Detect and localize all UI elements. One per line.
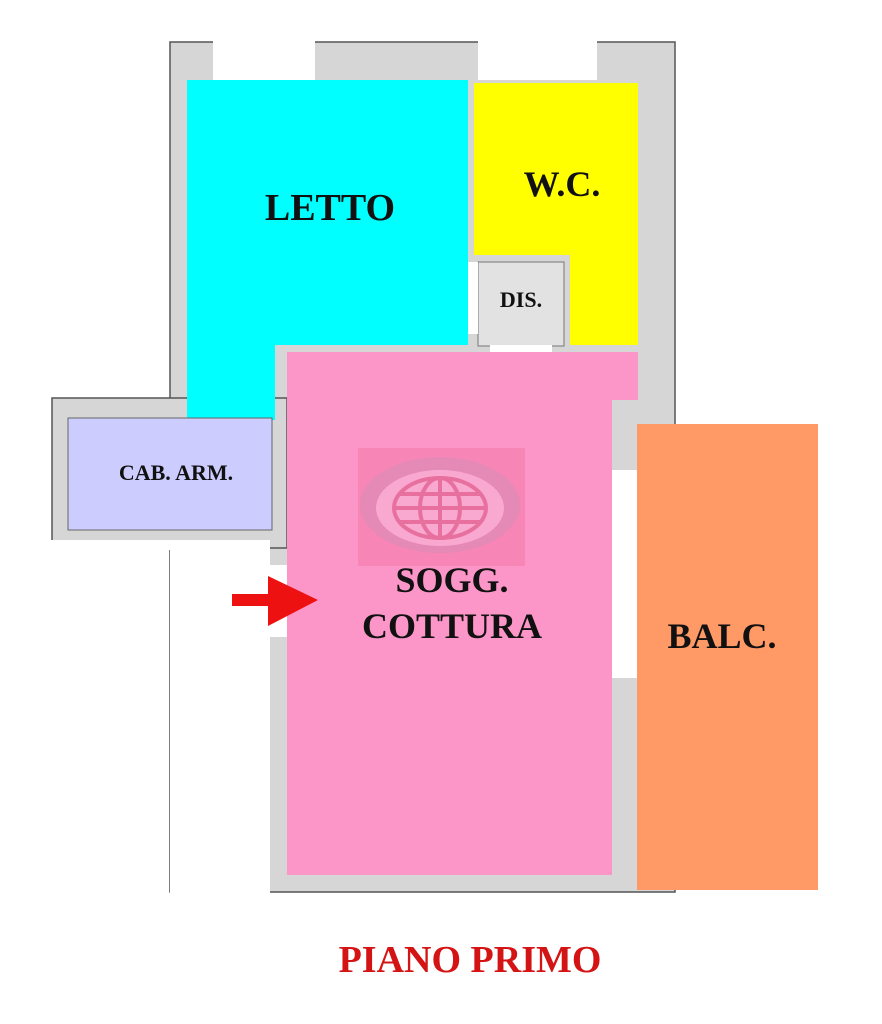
entrance-arrow-icon (232, 576, 318, 626)
globe-icon (392, 476, 488, 540)
exterior (170, 548, 270, 898)
label-letto: LETTO (265, 187, 395, 229)
plan-title: PIANO PRIMO (339, 939, 602, 981)
room-wc[interactable] (474, 83, 638, 345)
label-wc: W.C. (524, 164, 601, 204)
label-cottura: COTTURA (362, 606, 542, 646)
room-letto[interactable] (187, 80, 468, 420)
label-sogg: SOGG. (395, 560, 508, 600)
door-opening (490, 345, 552, 353)
room-cab-arm[interactable] (67, 417, 273, 531)
window-opening (478, 40, 597, 80)
balcony-door-opening (612, 470, 637, 678)
door-opening (468, 262, 478, 334)
watermark-logo (358, 448, 525, 566)
label-dis: DIS. (500, 287, 542, 312)
label-balc: BALC. (667, 616, 776, 656)
room-balcone[interactable] (637, 424, 818, 890)
label-cab-arm: CAB. ARM. (119, 460, 233, 485)
exterior (40, 540, 270, 550)
room-dis[interactable] (477, 261, 565, 347)
window-opening (213, 40, 315, 80)
